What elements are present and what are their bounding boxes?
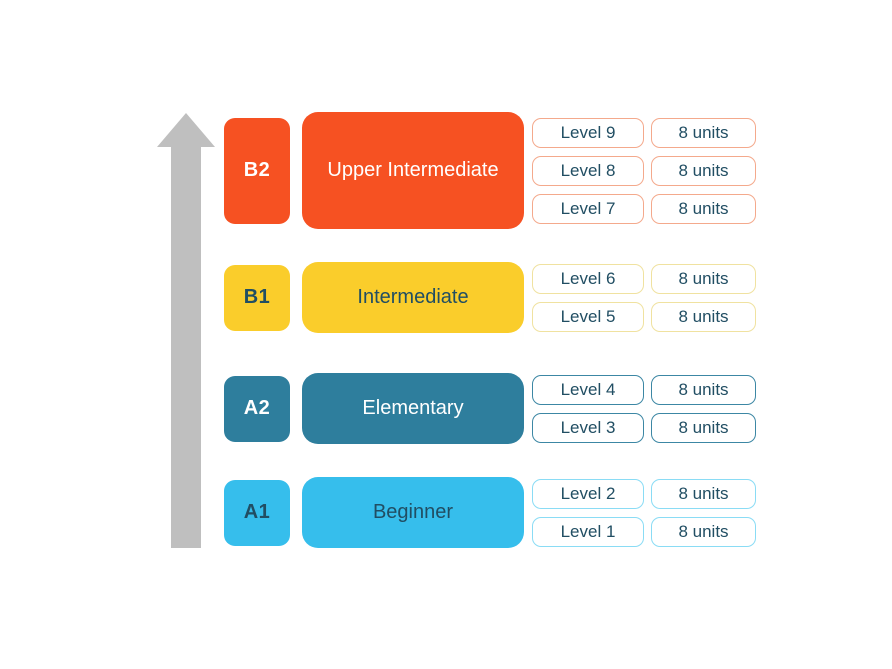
level-rows: Level 2 8 units Level 1 8 units [532, 478, 756, 547]
level-group-a2: A2 Elementary Level 4 8 units Level 3 8 … [0, 373, 892, 444]
level-button[interactable]: Level 6 [532, 263, 644, 294]
level-button[interactable]: Level 3 [532, 412, 644, 443]
level-title: Intermediate [357, 286, 469, 308]
level-button[interactable]: Level 4 [532, 374, 644, 405]
level-button[interactable]: Level 2 [532, 478, 644, 509]
level-button-label: Level 7 [560, 198, 616, 218]
level-title-bar: Elementary [302, 373, 524, 444]
level-title: Elementary [362, 397, 464, 419]
up-arrow-icon [156, 113, 216, 548]
level-button-label: Level 5 [560, 306, 616, 326]
cefr-badge-label: A1 [243, 501, 271, 523]
level-title-bar: Intermediate [302, 262, 524, 333]
cefr-badge: B2 [224, 117, 290, 224]
cefr-badge: A1 [224, 479, 290, 546]
units-button[interactable]: 8 units [651, 412, 756, 443]
level-title: Upper Intermediate [327, 159, 499, 181]
units-button-label: 8 units [678, 160, 729, 180]
units-button[interactable]: 8 units [651, 516, 756, 547]
level-rows: Level 6 8 units Level 5 8 units [532, 263, 756, 332]
up-arrow-shape [157, 113, 215, 548]
level-group-a1: A1 Beginner Level 2 8 units Level 1 8 un… [0, 477, 892, 548]
units-button-label: 8 units [678, 521, 729, 541]
level-button[interactable]: Level 7 [532, 193, 644, 224]
cefr-badge-label: A2 [243, 397, 271, 419]
level-title-bar: Beginner [302, 477, 524, 548]
level-title-bar: Upper Intermediate [302, 112, 524, 229]
level-rows: Level 4 8 units Level 3 8 units [532, 374, 756, 443]
level-title: Beginner [372, 501, 454, 523]
level-button-label: Level 8 [560, 160, 616, 180]
level-group-b1: B1 Intermediate Level 6 8 units Level 5 … [0, 262, 892, 333]
units-button[interactable]: 8 units [651, 263, 756, 294]
cefr-badge: A2 [224, 375, 290, 442]
units-button[interactable]: 8 units [651, 374, 756, 405]
level-button-label: Level 4 [560, 379, 616, 399]
level-button-label: Level 1 [560, 521, 616, 541]
units-button-label: 8 units [678, 268, 729, 288]
level-button-label: Level 9 [560, 122, 616, 142]
level-button[interactable]: Level 5 [532, 301, 644, 332]
units-button[interactable]: 8 units [651, 478, 756, 509]
level-rows: Level 9 8 units Level 8 8 units Level 7 … [532, 117, 756, 224]
units-button[interactable]: 8 units [651, 301, 756, 332]
level-button[interactable]: Level 1 [532, 516, 644, 547]
cefr-badge-label: B2 [243, 159, 271, 181]
units-button[interactable]: 8 units [651, 155, 756, 186]
level-button-label: Level 3 [560, 417, 616, 437]
units-button-label: 8 units [678, 417, 729, 437]
level-group-b2: B2 Upper Intermediate Level 9 8 units Le… [0, 112, 892, 229]
units-button[interactable]: 8 units [651, 117, 756, 148]
units-button-label: 8 units [678, 198, 729, 218]
units-button-label: 8 units [678, 483, 729, 503]
level-button-label: Level 2 [560, 483, 616, 503]
units-button-label: 8 units [678, 306, 729, 326]
units-button-label: 8 units [678, 379, 729, 399]
units-button[interactable]: 8 units [651, 193, 756, 224]
level-button[interactable]: Level 9 [532, 117, 644, 148]
level-button[interactable]: Level 8 [532, 155, 644, 186]
cefr-badge-label: B1 [243, 286, 271, 308]
level-button-label: Level 6 [560, 268, 616, 288]
units-button-label: 8 units [678, 122, 729, 142]
cefr-badge: B1 [224, 264, 290, 331]
